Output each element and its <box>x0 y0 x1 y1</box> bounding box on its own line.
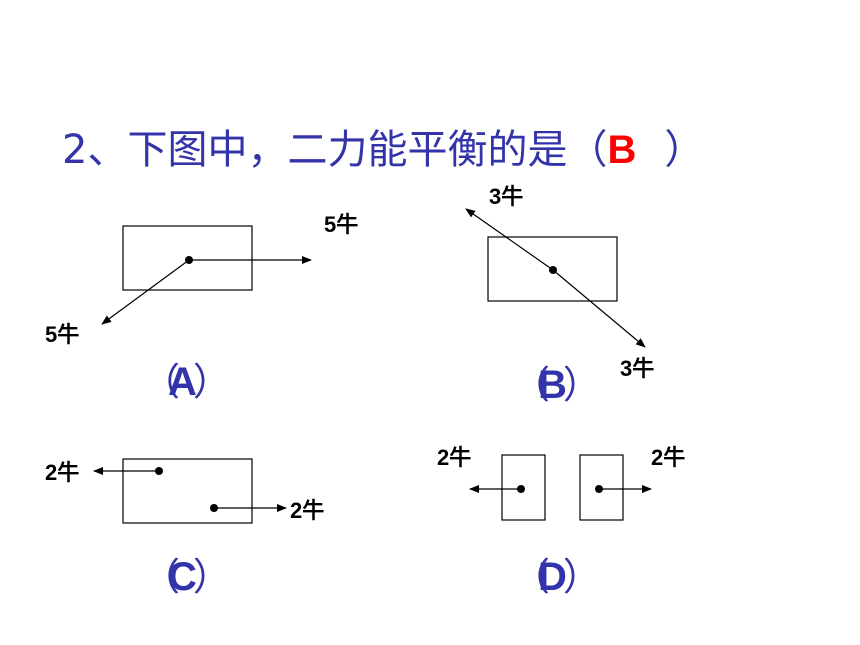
diagram-c-caption: （C） <box>142 555 231 599</box>
diagram-b-box <box>487 236 618 302</box>
diagram-d-box-right <box>579 454 624 521</box>
diagram-c-point-1 <box>155 467 163 475</box>
diagram-c-label-2: 2牛 <box>290 498 324 523</box>
diagram-a-point <box>185 256 193 264</box>
diagram-c-box <box>122 458 253 524</box>
diagram-b-label-2: 3牛 <box>620 356 654 381</box>
diagram-a-label-2: 5牛 <box>45 322 79 347</box>
diagram-a-label-1: 5牛 <box>324 212 358 237</box>
diagram-b-label-1: 3牛 <box>489 184 523 209</box>
diagram-c-point-2 <box>210 504 218 512</box>
diagram-b-point <box>549 266 557 274</box>
question-close: ） <box>664 127 704 173</box>
diagram-a-box <box>122 225 253 291</box>
diagram-b-caption: （B） <box>512 363 601 407</box>
diagram-d-point-2 <box>595 485 603 493</box>
diagram-d-point-1 <box>517 485 525 493</box>
diagram-c-label-1: 2牛 <box>45 460 79 485</box>
diagram-c: 2牛 2牛 （C） <box>45 458 324 599</box>
diagram-a-caption: （A） <box>142 360 231 404</box>
question-title: 2、下图中，二力能平衡的是（B ） <box>62 127 704 173</box>
diagram-a-force-lower-left <box>101 259 190 325</box>
question-answer: B <box>607 128 636 172</box>
diagram-a: 5牛 5牛 （A） <box>45 212 358 404</box>
question-text: 2、下图中，二力能平衡的是（ <box>62 127 607 173</box>
diagram-d-box-left <box>501 454 546 521</box>
diagram-b-force-lower-right <box>552 269 646 348</box>
diagram-b: 3牛 3牛 （B） <box>465 184 654 407</box>
diagram-d-caption: （D） <box>512 555 601 599</box>
diagram-b-force-upper-left <box>465 208 554 271</box>
diagram-d-label-1: 2牛 <box>437 445 471 470</box>
diagram-d-label-2: 2牛 <box>651 445 685 470</box>
diagram-d: 2牛 2牛 （D） <box>437 445 685 599</box>
